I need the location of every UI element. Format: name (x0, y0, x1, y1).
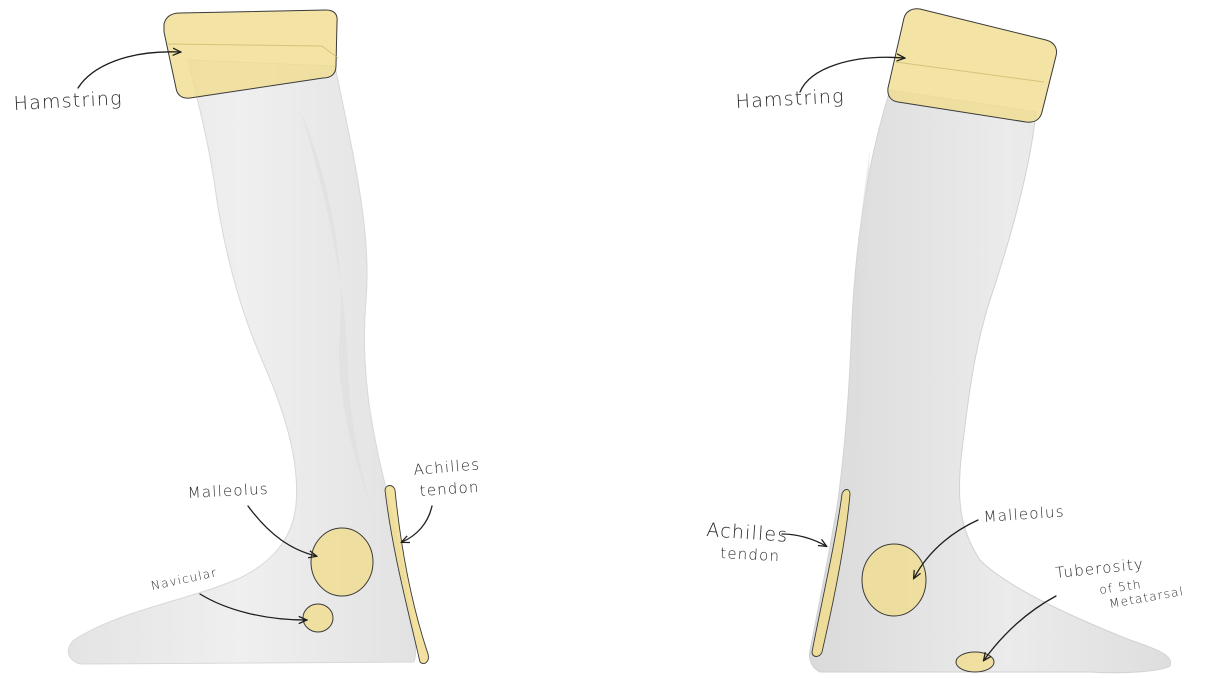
left-navicular-label: Navicular (150, 565, 219, 593)
left-hamstring-label: Hamstring (13, 87, 123, 115)
right-achilles-label-line2: tendon (720, 544, 781, 565)
left-malleolus-label: Malleolus (187, 480, 269, 502)
right-malleolus-label: Malleolus (983, 502, 1065, 526)
right-achilles-arrow (782, 534, 826, 546)
right-hamstring-label: Hamstring (735, 85, 845, 113)
left-malleolus-pad (311, 528, 373, 596)
left-achilles-label-line2: tendon (419, 478, 480, 500)
right-achilles-label-line1: Achilles (706, 519, 790, 547)
right-leg-figure: Hamstring Malleolus Achilles tendon Tube… (706, 9, 1185, 673)
left-hamstring-arrow (78, 52, 180, 88)
left-achilles-arrow (402, 506, 432, 542)
left-navicular-pad (303, 604, 333, 632)
left-leg-figure: Hamstring Malleolus Navicular Achilles t… (13, 10, 481, 664)
right-malleolus-pad (862, 544, 926, 616)
left-achilles-label-line1: Achilles (413, 455, 481, 479)
